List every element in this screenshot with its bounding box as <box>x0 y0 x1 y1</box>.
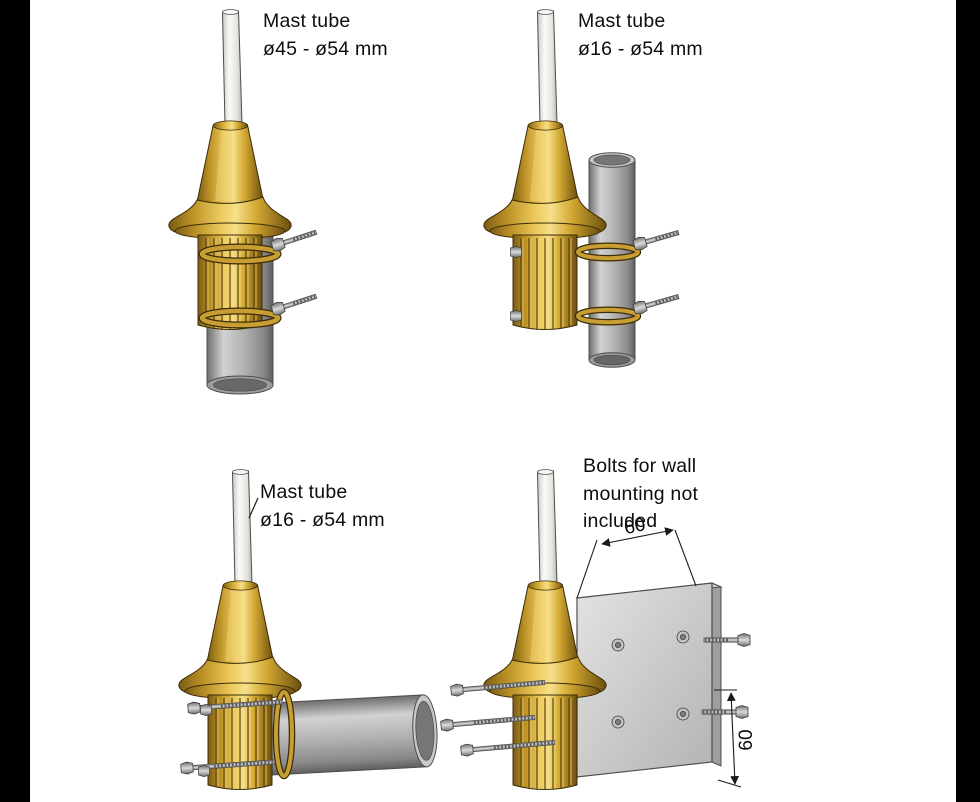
figure-mast-mount-horizontal-tube <box>178 468 438 791</box>
label-line: Bolts for wall <box>583 455 697 477</box>
lower-clamp <box>198 288 320 329</box>
lower-clamp-nut <box>198 765 210 777</box>
dimension-horizontal <box>576 527 697 599</box>
label-line: ø45 - ø54 mm <box>263 37 388 60</box>
wall-plate <box>575 582 723 778</box>
lower-clamp-nut <box>510 310 522 322</box>
lower-clamp-bolt <box>631 288 682 317</box>
right-black-bar <box>956 0 980 802</box>
label-line: Mast tube <box>260 481 348 503</box>
dimension-vertical <box>714 689 742 788</box>
label-line: Mast tube <box>263 10 351 32</box>
upper-clamp-bolt <box>631 224 682 253</box>
upper-clamp <box>198 224 320 265</box>
dimension-height-label: 60 <box>736 729 757 750</box>
label-bottom-right: Bolts for wall mounting not included <box>583 453 698 536</box>
figure-mast-mount-thick-vertical-tube <box>168 8 320 395</box>
plate-bolt-heads <box>611 630 690 729</box>
label-line: included <box>583 510 658 533</box>
upper-clamp-nut <box>510 246 522 258</box>
upper-clamp-nut <box>200 704 212 716</box>
pipe-clamp <box>272 688 296 780</box>
dimension-width-label: 60 <box>622 514 647 539</box>
label-top-left: Mast tube ø45 - ø54 mm <box>263 8 388 63</box>
upper-clamp <box>510 224 682 262</box>
lower-clamp <box>510 288 682 326</box>
lower-clamp-bolt <box>268 288 320 319</box>
figure-mast-mount-thin-vertical-tube <box>483 8 682 368</box>
left-black-bar <box>0 0 30 802</box>
label-line: mounting not <box>583 482 699 505</box>
figure-mast-mount-wall-plate: 60 60 <box>440 468 757 791</box>
label-line: Mast tube <box>578 10 666 32</box>
label-top-right: Mast tube ø16 - ø54 mm <box>578 8 703 63</box>
label-leader-line <box>248 497 259 519</box>
label-line: ø16 - ø54 mm <box>260 508 385 531</box>
label-bottom-left: Mast tube ø16 - ø54 mm <box>260 479 385 534</box>
label-line: ø16 - ø54 mm <box>578 37 703 60</box>
mast-pipe <box>262 694 438 776</box>
